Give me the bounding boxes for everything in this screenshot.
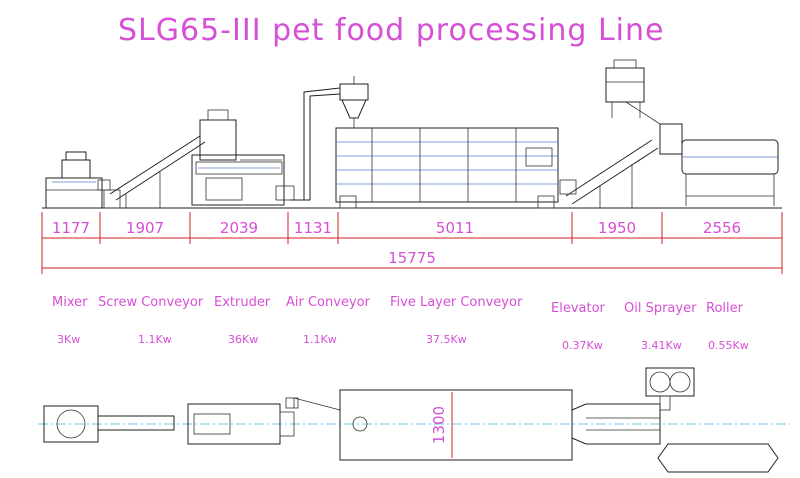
caption-mixer: Mixer	[52, 295, 88, 310]
caption-extruder: Extruder	[214, 295, 271, 310]
dim-segment-air: 1131	[294, 219, 332, 237]
five-layer-dryer-elevation	[335, 127, 559, 209]
diagram-title: SLG65-III pet food processing Line	[118, 13, 664, 48]
dim-total: 15775	[388, 249, 436, 267]
extruder-plan	[187, 403, 295, 445]
extruder-elevation	[191, 109, 295, 206]
air-conveyor-elevation	[290, 76, 369, 201]
caption-elevator: Elevator	[551, 301, 606, 316]
power-extruder: 36Kw	[228, 333, 258, 346]
dim-segment-roller: 2556	[703, 219, 741, 237]
elevator-plan	[571, 403, 661, 445]
screw-conveyor-elevation	[103, 135, 206, 209]
power-roller: 0.55Kw	[708, 339, 749, 352]
caption-screw-conveyor: Screw Conveyor	[98, 295, 204, 310]
caption-five-layer: Five Layer Conveyor	[390, 295, 523, 310]
power-air-conveyor: 1.1Kw	[303, 333, 337, 346]
power-oil-sprayer: 3.41Kw	[641, 339, 682, 352]
air-conveyor-plan	[285, 397, 341, 411]
dim-plan-width: 1300	[430, 406, 448, 444]
power-mixer: 3Kw	[57, 333, 80, 346]
oil-sprayer-elevation	[605, 59, 661, 125]
dim-segment-screw: 1907	[126, 219, 164, 237]
roller-plan	[657, 443, 779, 473]
caption-oil-sprayer: Oil Sprayer	[624, 301, 697, 316]
roller-elevation	[659, 123, 779, 206]
mixer-plan	[43, 405, 175, 443]
power-five-layer: 37.5Kw	[426, 333, 467, 346]
oil-sprayer-plan	[645, 367, 695, 411]
dim-segment-extruder: 2039	[220, 219, 258, 237]
elevator-elevation	[559, 139, 659, 208]
segment-dimension-line	[41, 212, 783, 274]
dim-segment-elevator: 1950	[598, 219, 636, 237]
caption-air-conveyor: Air Conveyor	[286, 295, 371, 310]
caption-roller: Roller	[706, 301, 744, 316]
mixer-elevation	[45, 151, 111, 209]
power-elevator: 0.37Kw	[562, 339, 603, 352]
dim-segment-mixer: 1177	[52, 219, 90, 237]
power-screw-conveyor: 1.1Kw	[138, 333, 172, 346]
dim-segment-dryer: 5011	[436, 219, 474, 237]
dryer-plan	[339, 389, 573, 461]
